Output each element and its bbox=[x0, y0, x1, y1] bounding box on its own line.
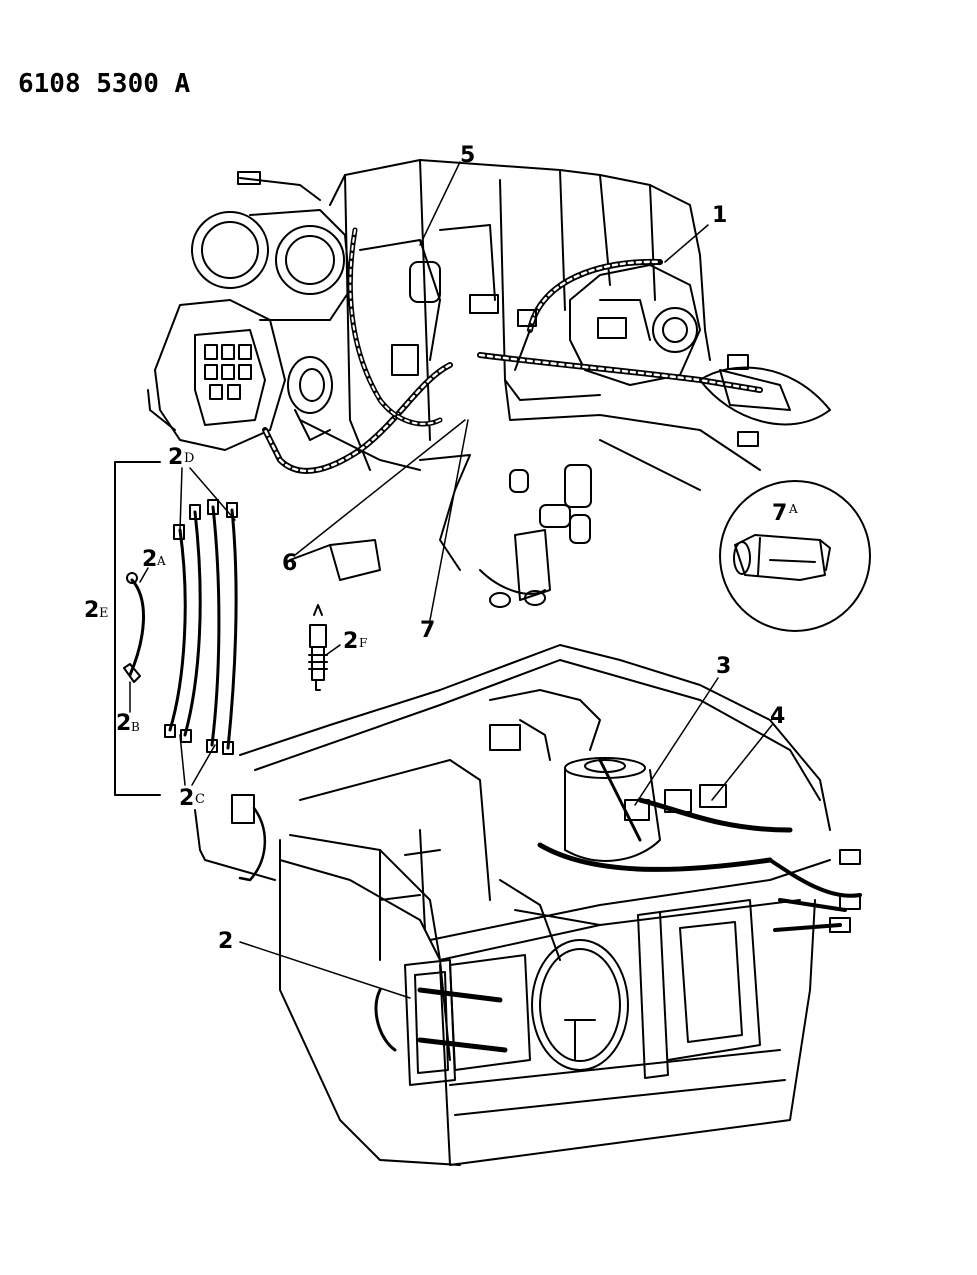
callout-3: 3 bbox=[716, 654, 731, 679]
inset-7a bbox=[719, 480, 871, 632]
callout-2f-sub: F bbox=[359, 636, 367, 650]
callout-2a-num: 2 bbox=[142, 547, 157, 572]
callout-2a-sub: A bbox=[156, 554, 166, 568]
callout-2d-num: 2 bbox=[168, 445, 183, 470]
leader-lines bbox=[239, 161, 773, 999]
callout-2c-sub: C bbox=[195, 792, 205, 807]
callout-2e-sub: E bbox=[99, 606, 109, 621]
callout-2b-sub: B bbox=[131, 720, 140, 734]
callout-1: 1 bbox=[712, 203, 727, 228]
callout-2e-num: 2 bbox=[84, 598, 99, 623]
engine-assembly bbox=[147, 159, 831, 608]
callout-5: 5 bbox=[460, 143, 475, 168]
callout-2f-num: 2 bbox=[343, 629, 358, 654]
callout-7: 7 bbox=[420, 618, 435, 643]
ignition-wire-kit bbox=[114, 461, 328, 882]
callout-2d-sub: D bbox=[184, 451, 194, 466]
callout-6: 6 bbox=[282, 551, 297, 576]
vehicle-front-body bbox=[194, 644, 862, 1166]
callout-2b-num: 2 bbox=[116, 711, 131, 736]
part-number: 6108 5300 A bbox=[18, 69, 191, 99]
callout-7a-num: 7 bbox=[772, 501, 787, 526]
callout-7a-sub: A bbox=[788, 502, 798, 516]
callout-2: 2 bbox=[218, 929, 233, 954]
callout-4: 4 bbox=[770, 704, 785, 729]
callout-2c-num: 2 bbox=[179, 786, 194, 811]
